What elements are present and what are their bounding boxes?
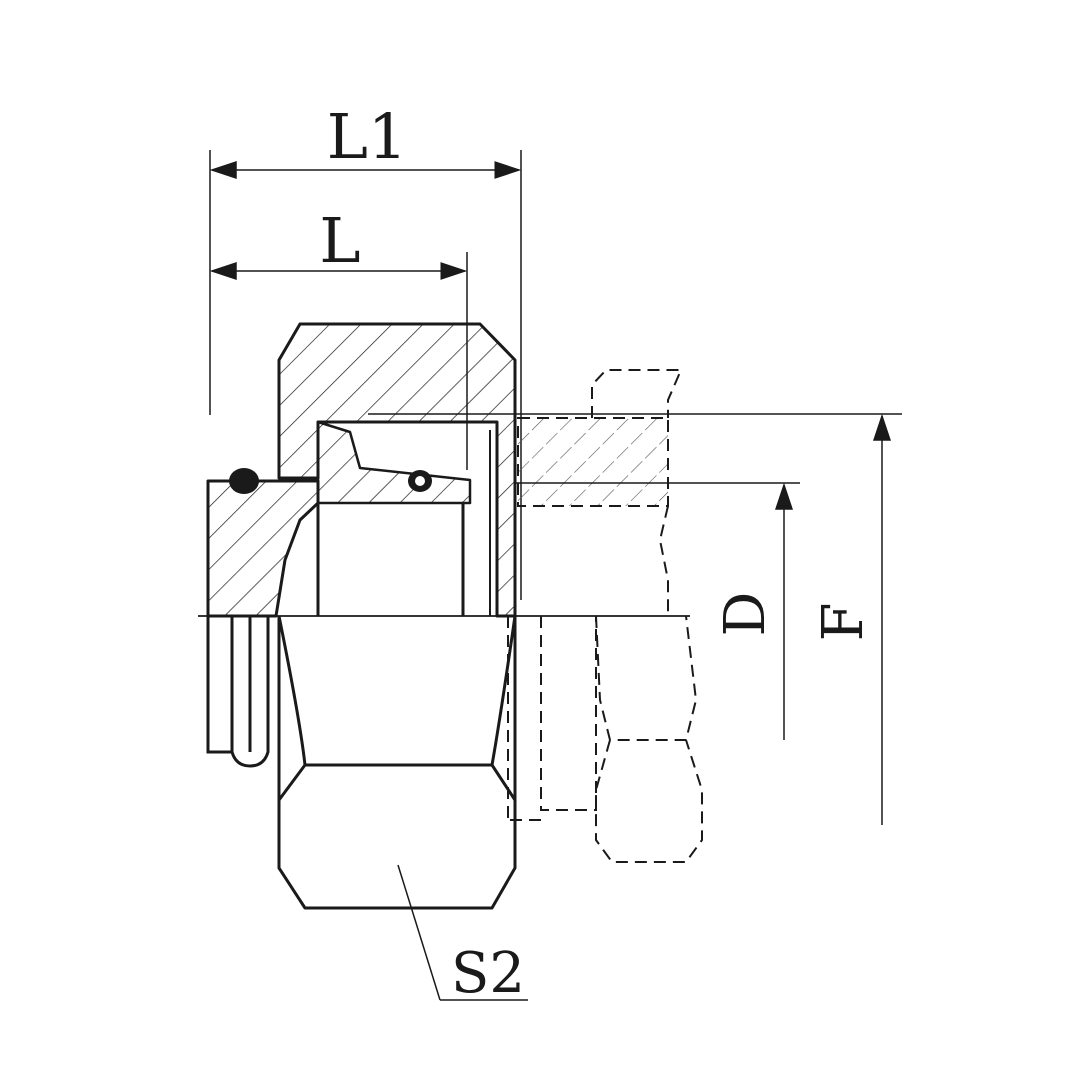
label-l1: L1 — [327, 100, 408, 173]
dimension-l1 — [209, 150, 522, 600]
nut-section — [277, 322, 517, 618]
dimension-d — [516, 482, 800, 740]
hex-nut-outline — [277, 615, 517, 910]
dimension-f — [368, 413, 902, 825]
mating-part-hidden — [507, 369, 703, 863]
leader-s2 — [397, 864, 528, 1001]
stud-tip-outline — [206, 616, 270, 768]
label-s2: S2 — [451, 941, 525, 1006]
label-d: D — [713, 592, 778, 637]
label-l: L — [319, 204, 360, 277]
label-f: F — [811, 603, 876, 642]
o-ring-left — [229, 468, 259, 494]
body-section — [206, 420, 491, 618]
o-ring-inner — [408, 470, 432, 492]
